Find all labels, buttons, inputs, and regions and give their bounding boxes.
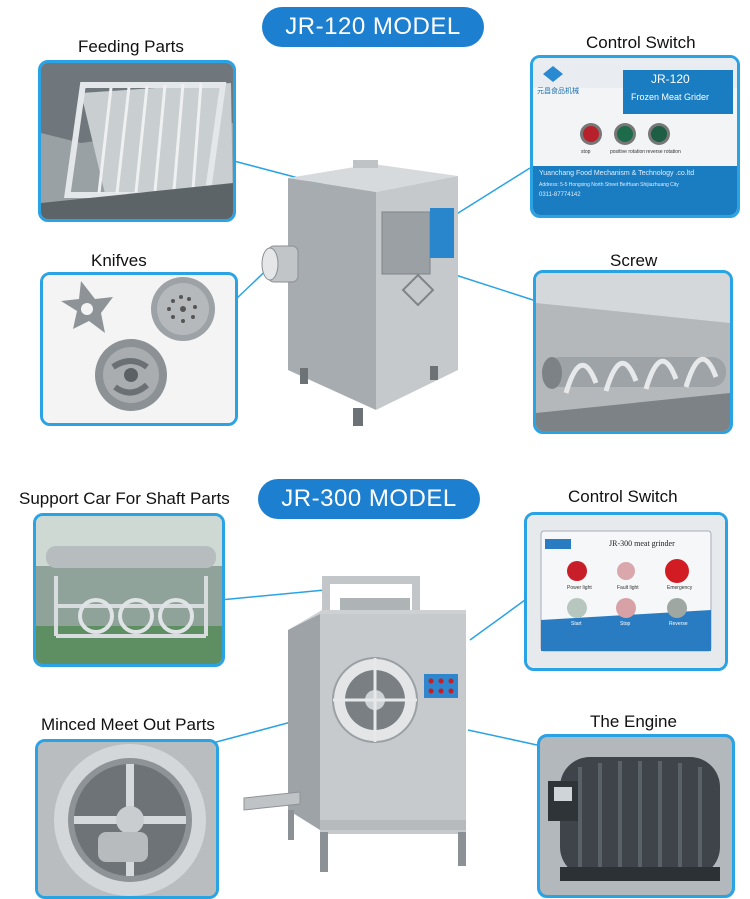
jr300-panel-title: JR-300 meat grinder [609,539,675,548]
jr300-btn-power-light: Power light [567,585,592,591]
label-control-switch-bottom: Control Switch [568,487,678,506]
jr120-btn-reverse: reverse rotation [646,149,681,155]
jr300-btn-reverse: Reverse [669,621,688,627]
screw-photo [533,270,733,434]
jr300-btn-fault-light: Fault light [617,585,639,591]
label-feeding-parts: Feeding Parts [78,37,184,56]
jr120-brand-cn: 元昌食品机械 [537,88,579,95]
jr300-title: JR-300 MODEL [258,479,480,519]
label-minced-meet: Minced Meet Out Parts [41,715,215,734]
label-screw: Screw [610,251,658,270]
feeding-parts-photo [38,60,236,222]
jr120-company: Yuanchang Food Mechanism & Technology .c… [539,170,695,177]
jr120-address: Address: 5-5 Hongxing North Street BeiHu… [539,182,679,188]
jr120-panel-subtitle: Frozen Meat Grider [631,92,710,102]
jr300-btn-start: Start [571,621,582,627]
label-support-car: Support Car For Shaft Parts [19,489,230,508]
support-car-photo [33,513,225,667]
jr120-panel-model: JR-120 [651,72,690,86]
jr120-phone: 0311-87774142 [539,192,581,198]
jr120-btn-stop: stop [581,149,591,155]
jr300-control-panel-photo: JR-300 meat grinder Power light Fault li… [524,512,728,671]
jr120-btn-positive: positive rotation [610,149,646,155]
jr120-control-panel-photo: 元昌食品机械 JR-120 Frozen Meat Grider stop po… [530,55,740,218]
minced-meet-photo [35,739,219,899]
engine-photo [537,734,735,898]
jr300-btn-emergency: Emergency [667,585,693,591]
label-control-switch-top: Control Switch [586,33,696,52]
jr300-btn-stop: Stop [620,621,631,627]
jr120-machine [258,160,468,430]
jr300-machine [240,570,480,890]
label-the-engine: The Engine [590,712,677,731]
knives-photo [40,272,238,426]
jr120-title: JR-120 MODEL [262,7,484,47]
label-knives: Knifves [91,251,147,270]
